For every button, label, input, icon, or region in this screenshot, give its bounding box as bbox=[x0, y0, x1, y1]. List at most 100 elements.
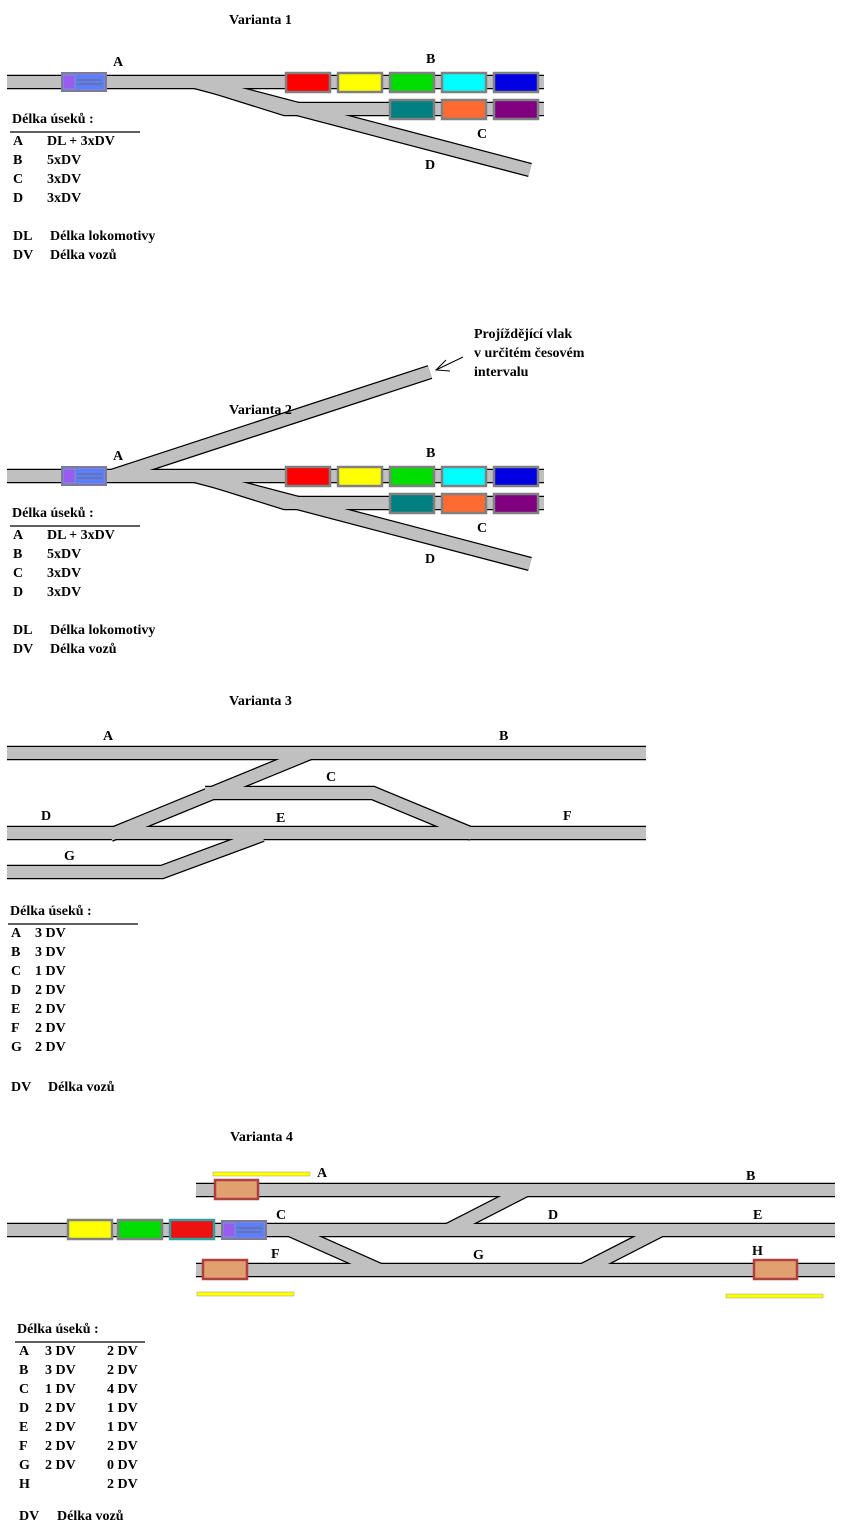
arrow-icon bbox=[435, 356, 464, 371]
annotation-text: Projíždějící vlak bbox=[474, 327, 572, 342]
wagon-b bbox=[336, 71, 384, 94]
legend-row-value: 3 DV bbox=[45, 1344, 76, 1359]
crossover-c-f bbox=[287, 1224, 383, 1276]
abbrev-value: Délka vozů bbox=[57, 1509, 124, 1524]
crossover-g-e bbox=[580, 1224, 664, 1276]
platform-marker bbox=[212, 1171, 311, 1177]
label-a: A bbox=[113, 449, 124, 464]
label-b: B bbox=[426, 52, 435, 67]
label-d: D bbox=[425, 552, 435, 567]
legend-row-key: G bbox=[19, 1458, 30, 1473]
wagon-c bbox=[388, 492, 436, 515]
legend-row-key: A bbox=[11, 926, 22, 941]
wagon-c bbox=[440, 492, 488, 515]
wagon-b bbox=[388, 465, 436, 488]
legend-row-key: D bbox=[13, 191, 23, 206]
legend-row-key: F bbox=[11, 1021, 20, 1036]
label-f: F bbox=[271, 1247, 280, 1262]
legend-row-key: C bbox=[13, 172, 23, 187]
label-d: D bbox=[41, 809, 51, 824]
legend-row-key: F bbox=[19, 1439, 28, 1454]
wagon-c bbox=[388, 98, 436, 121]
abbrev-key: DV bbox=[13, 642, 33, 657]
legend-row-key: C bbox=[13, 566, 23, 581]
locomotive bbox=[221, 1220, 267, 1240]
wagon bbox=[116, 1218, 164, 1241]
legend-row-key: B bbox=[19, 1363, 28, 1378]
legend-row-key: A bbox=[13, 528, 24, 543]
legend-row-key: D bbox=[11, 983, 21, 998]
legend-row-value-2: 2 DV bbox=[107, 1477, 138, 1492]
label-b: B bbox=[499, 729, 508, 744]
label-d: D bbox=[425, 158, 435, 173]
label-c: C bbox=[477, 521, 487, 536]
wagon bbox=[168, 1218, 216, 1241]
legend-row-key: C bbox=[11, 964, 21, 979]
legend-row-value-2: 1 DV bbox=[107, 1420, 138, 1435]
abbrev-key: DL bbox=[13, 229, 32, 244]
legend-row-key: B bbox=[13, 153, 22, 168]
legend-row-value: 3xDV bbox=[47, 172, 81, 187]
wagon-b bbox=[492, 465, 540, 488]
label-c: C bbox=[326, 770, 336, 785]
legend-row-value: 2 DV bbox=[45, 1420, 76, 1435]
legend-row-value: 3xDV bbox=[47, 585, 81, 600]
variant-title: Varianta 1 bbox=[229, 13, 292, 28]
legend-row-key: D bbox=[13, 585, 23, 600]
wagon bbox=[66, 1218, 114, 1241]
legend-row-value-2: 4 DV bbox=[107, 1382, 138, 1397]
label-g: G bbox=[473, 1248, 484, 1263]
legend-heading: Délka úseků : bbox=[10, 904, 92, 919]
variant-title: Varianta 4 bbox=[230, 1130, 293, 1145]
parked-wagon bbox=[213, 1178, 260, 1201]
wagon-c bbox=[440, 98, 488, 121]
label-c: C bbox=[276, 1208, 286, 1223]
legend-row-value: 5xDV bbox=[47, 153, 81, 168]
legend-row-value: 1 DV bbox=[45, 1382, 76, 1397]
wagon-b bbox=[336, 465, 384, 488]
parked-wagon bbox=[752, 1258, 799, 1281]
legend-row-key: A bbox=[13, 134, 24, 149]
legend-row-key: D bbox=[19, 1401, 29, 1416]
wagon-b bbox=[440, 71, 488, 94]
locomotive bbox=[61, 72, 107, 92]
legend-row-value: DL + 3xDV bbox=[47, 528, 115, 543]
legend-row-key: H bbox=[19, 1477, 30, 1492]
track-d bbox=[193, 76, 532, 176]
legend-row-value-2: 2 DV bbox=[107, 1363, 138, 1378]
wagon-b bbox=[440, 465, 488, 488]
legend-row-value: 3 DV bbox=[45, 1363, 76, 1378]
label-g: G bbox=[64, 849, 75, 864]
label-a: A bbox=[103, 729, 114, 744]
label-f: F bbox=[563, 809, 572, 824]
legend-row-value-2: 1 DV bbox=[107, 1401, 138, 1416]
through-track bbox=[110, 366, 432, 482]
legend-row-value: 5xDV bbox=[47, 547, 81, 562]
legend-row-value: 2 DV bbox=[35, 983, 66, 998]
wagon-c bbox=[492, 98, 540, 121]
variant-title: Varianta 3 bbox=[229, 694, 292, 709]
legend-row-key: B bbox=[11, 945, 20, 960]
abbrev-value: Délka vozů bbox=[50, 248, 117, 263]
legend-row-value: 3 DV bbox=[35, 926, 66, 941]
track-g bbox=[7, 829, 265, 878]
legend-heading: Délka úseků : bbox=[12, 506, 94, 521]
variant-title: Varianta 2 bbox=[229, 403, 292, 418]
legend-row-value: 3xDV bbox=[47, 566, 81, 581]
legend-heading: Délka úseků : bbox=[17, 1322, 99, 1337]
legend-row-value: 2 DV bbox=[45, 1401, 76, 1416]
abbrev-value: Délka lokomotivy bbox=[50, 623, 155, 638]
platform-marker bbox=[725, 1293, 824, 1299]
label-e: E bbox=[276, 811, 285, 826]
legend-row-value-2: 2 DV bbox=[107, 1344, 138, 1359]
wagon-b bbox=[492, 71, 540, 94]
legend-row-value: 2 DV bbox=[35, 1021, 66, 1036]
legend-row-key: G bbox=[11, 1040, 22, 1055]
label-a: A bbox=[317, 1166, 328, 1181]
arrow-head-icon bbox=[434, 359, 451, 372]
legend-row-key: B bbox=[13, 547, 22, 562]
label-d: D bbox=[548, 1208, 558, 1223]
platform-marker bbox=[196, 1291, 295, 1297]
legend-row-value-2: 2 DV bbox=[107, 1439, 138, 1454]
